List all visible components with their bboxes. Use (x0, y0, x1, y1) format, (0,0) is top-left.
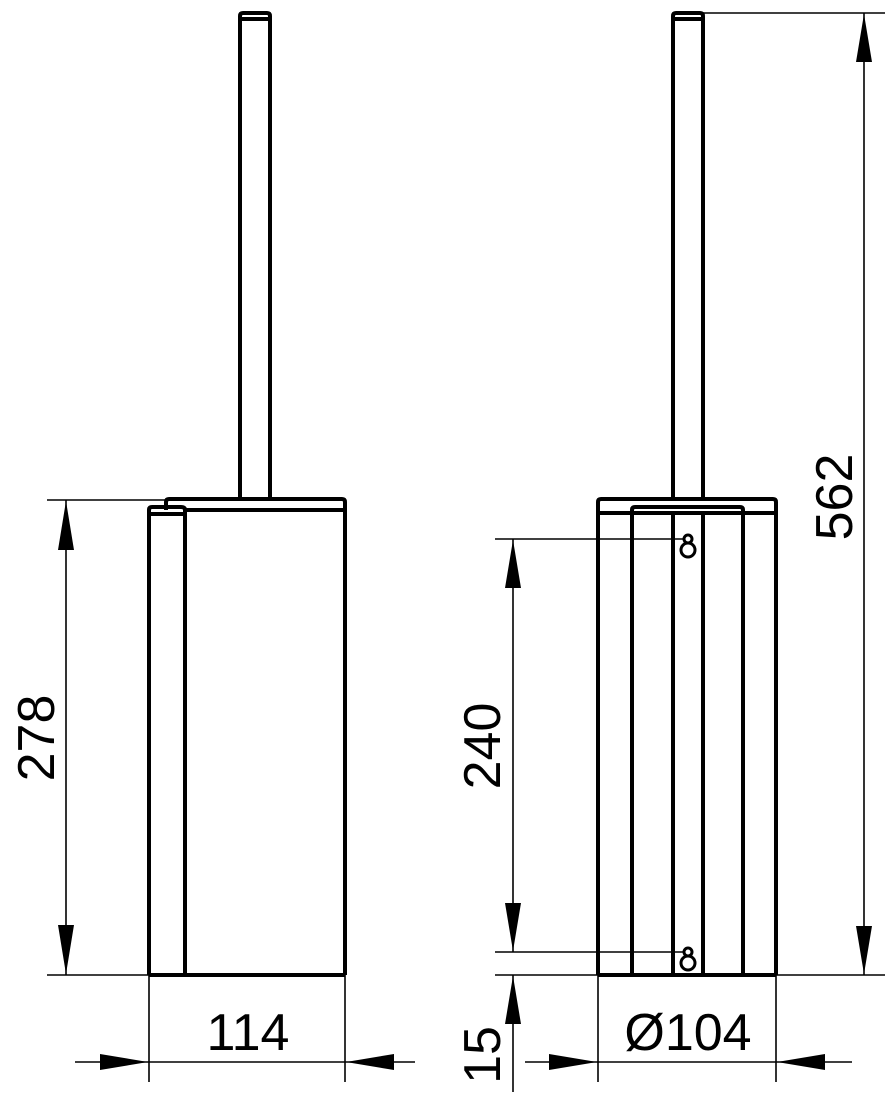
dim-label-562: 562 (806, 454, 864, 541)
arrow-right-icon (100, 1054, 148, 1070)
arrow-down-icon (505, 903, 521, 951)
container-body-left (147, 505, 187, 975)
lid-right (596, 497, 778, 975)
inner-frame-right (630, 505, 745, 975)
arrow-up-icon (505, 976, 521, 1024)
brush-handle-left (238, 11, 272, 498)
arrow-up-icon (58, 501, 74, 550)
arrow-left-icon (346, 1054, 394, 1070)
dim-label-104: Ø104 (624, 1004, 751, 1062)
lid-left (164, 497, 347, 975)
arrow-left-icon (777, 1054, 825, 1070)
brush-handle-right (671, 11, 705, 498)
arrow-down-icon (856, 926, 872, 974)
right-view: 240 15 Ø104 562 (454, 11, 885, 1092)
dim-label-114: 114 (207, 1004, 290, 1062)
left-view: 278 114 (8, 11, 415, 1082)
dim-label-15: 15 (454, 1026, 512, 1084)
arrow-right-icon (549, 1054, 597, 1070)
arrow-up-icon (505, 540, 521, 588)
dim-label-240: 240 (454, 703, 512, 790)
arrow-down-icon (58, 925, 74, 974)
arrow-up-icon (856, 14, 872, 62)
dim-label-278: 278 (8, 695, 66, 782)
